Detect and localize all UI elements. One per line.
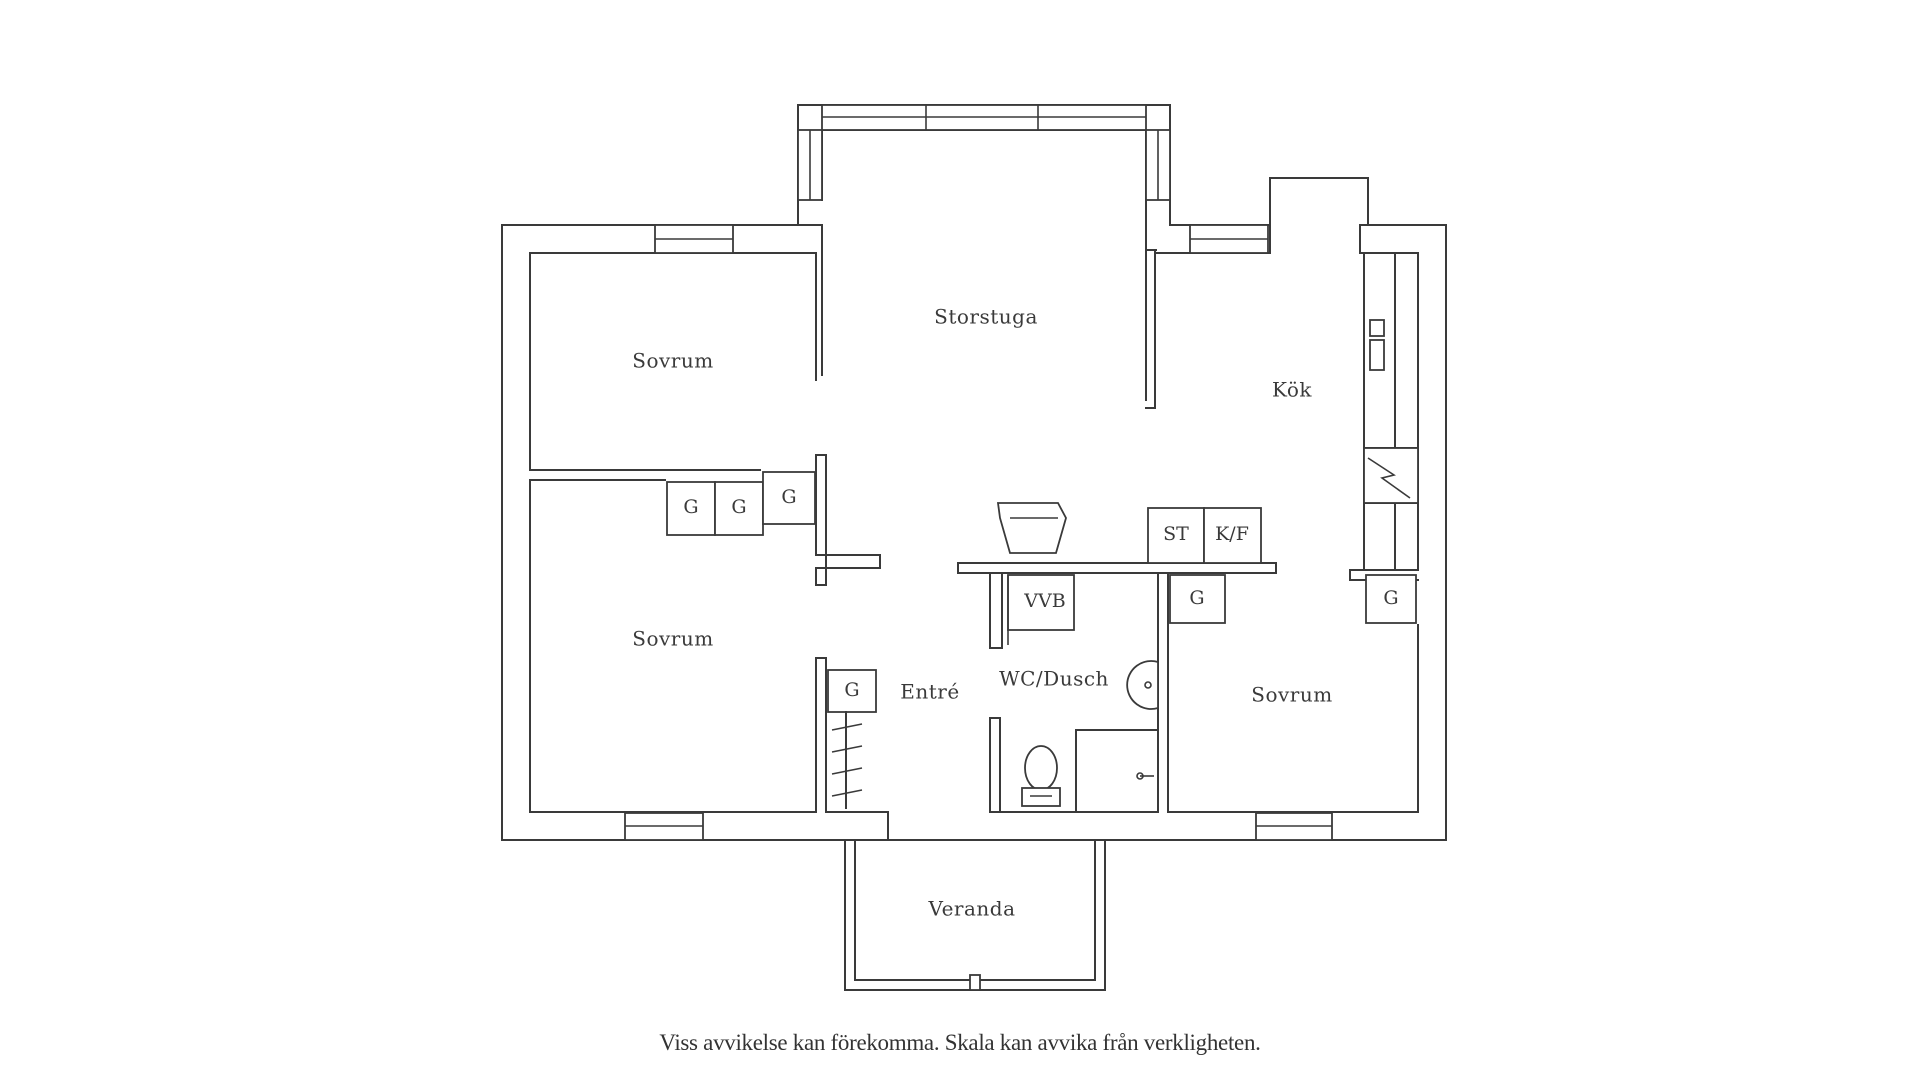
room-label-wc-dusch: WC/Dusch [999, 667, 1109, 691]
toilet-icon [1021, 745, 1061, 807]
room-label-sovrum-right: Sovrum [1251, 683, 1332, 707]
veranda [844, 839, 1106, 991]
fixture-label-g3: G [781, 486, 796, 508]
room-label-sovrum-top-left: Sovrum [632, 349, 713, 373]
room-label-sovrum-mid-left: Sovrum [632, 627, 713, 651]
fixture-label-st: ST [1163, 523, 1189, 545]
room-label-kok: Kök [1272, 378, 1312, 402]
fixture-label-kf: K/F [1215, 523, 1249, 545]
fixture-label-g4: G [844, 679, 859, 701]
fixture-label-vvb: VVB [1023, 590, 1065, 612]
fixture-label-g6: G [1383, 587, 1398, 609]
room-label-veranda: Veranda [927, 897, 1015, 921]
windows [624, 104, 1333, 841]
clothes-rail [831, 711, 863, 809]
fixtures [666, 319, 1419, 809]
fixture-label-g1: G [683, 496, 698, 518]
interior-walls [529, 252, 1419, 841]
outer-walls [501, 104, 1447, 841]
fixture-label-g2: G [731, 496, 746, 518]
shower-icon [1136, 772, 1154, 780]
fixture-label-g5: G [1189, 587, 1204, 609]
room-label-storstuga: Storstuga [934, 305, 1038, 329]
washbasin-icon [1126, 660, 1159, 710]
labels: Storstuga Sovrum Sovrum Sovrum Kök Entré… [632, 305, 1398, 921]
disclaimer-text: Viss avvikelse kan förekomma. Skala kan … [659, 1030, 1261, 1055]
room-label-entre: Entré [900, 680, 959, 704]
